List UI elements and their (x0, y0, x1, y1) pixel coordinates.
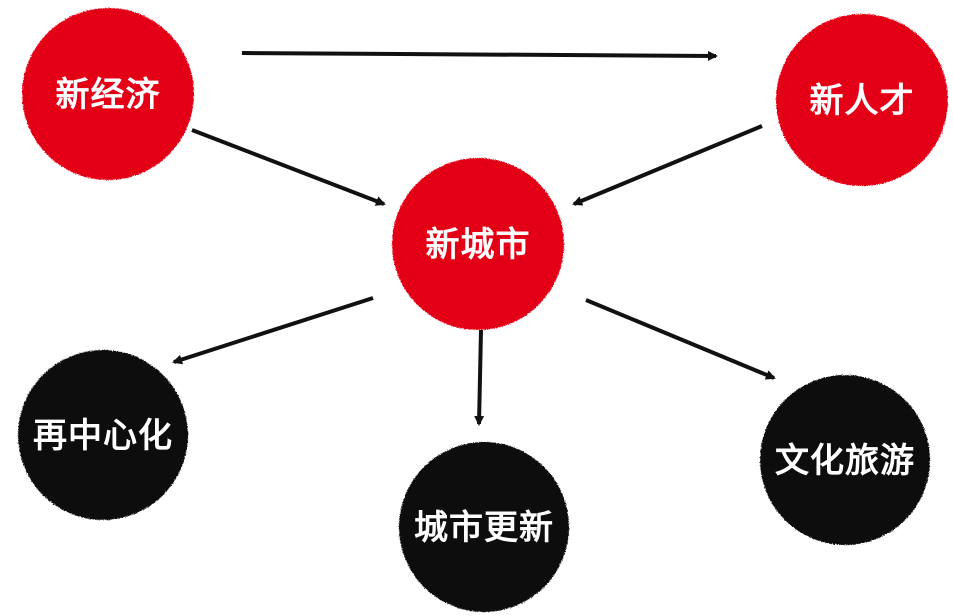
node-circle-culture-tourism (760, 375, 930, 545)
node-circle-new-talent (776, 14, 948, 186)
node-circle-new-city (392, 158, 564, 330)
node-circle-new-economy (22, 8, 194, 180)
node-label-recentralization: 再中心化 (33, 416, 173, 456)
edges (172, 50, 776, 426)
node-culture-tourism: 文化旅游 (760, 375, 930, 545)
node-new-talent: 新人才 (776, 14, 948, 186)
node-recentralization: 再中心化 (18, 350, 188, 520)
arrow-new-city-to-recentralization (172, 296, 374, 365)
arrow-new-talent-to-new-city (572, 124, 763, 206)
arrow-new-city-to-culture-tourism (585, 298, 776, 380)
node-label-urban-renewal: 城市更新 (414, 508, 554, 548)
arrow-new-economy-to-new-city (191, 128, 386, 206)
node-label-new-city: 新城市 (426, 225, 531, 265)
node-circle-recentralization (18, 350, 188, 520)
node-label-new-talent: 新人才 (810, 81, 915, 121)
node-label-culture-tourism: 文化旅游 (775, 441, 915, 481)
node-urban-renewal: 城市更新 (399, 442, 569, 612)
node-new-economy: 新经济 (22, 8, 194, 180)
node-new-city: 新城市 (392, 158, 564, 330)
node-circle-urban-renewal (399, 442, 569, 612)
arrow-new-economy-to-new-talent (241, 50, 718, 61)
node-label-new-economy: 新经济 (56, 75, 161, 115)
arrow-new-city-to-urban-renewal (474, 329, 485, 426)
